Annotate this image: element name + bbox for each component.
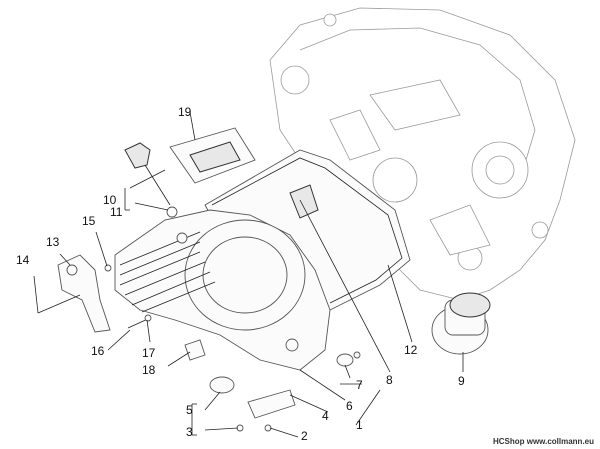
label-11: 11 bbox=[110, 205, 123, 219]
label-9: 9 bbox=[458, 374, 465, 388]
site-credit: HCShop www.collmann.eu bbox=[492, 437, 594, 446]
label-15: 15 bbox=[82, 214, 96, 228]
filter-cover bbox=[169, 127, 256, 184]
bolt-14 bbox=[37, 294, 81, 314]
label-13: 13 bbox=[46, 235, 60, 249]
label-4: 4 bbox=[322, 409, 329, 423]
oil-dipstick bbox=[124, 142, 178, 218]
bracket bbox=[57, 254, 111, 333]
crankcase-block bbox=[269, 7, 576, 301]
label-5: 5 bbox=[186, 403, 193, 417]
label-8: 8 bbox=[386, 373, 393, 387]
label-17: 17 bbox=[142, 346, 156, 360]
label-10: 10 bbox=[103, 193, 117, 207]
label-6: 6 bbox=[346, 399, 353, 413]
label-16: 16 bbox=[91, 344, 105, 358]
label-18: 18 bbox=[142, 363, 156, 377]
part-labels: 14 13 15 16 17 18 19 10 11 9 12 8 7 6 4 … bbox=[16, 105, 465, 443]
small-parts bbox=[104, 184, 361, 432]
label-1: 1 bbox=[356, 418, 363, 432]
label-3: 3 bbox=[186, 425, 193, 439]
label-2: 2 bbox=[301, 429, 308, 443]
side-cover bbox=[114, 209, 331, 371]
leader-lines bbox=[33, 111, 464, 438]
label-7: 7 bbox=[356, 378, 363, 392]
label-14: 14 bbox=[16, 253, 30, 267]
label-12: 12 bbox=[404, 343, 418, 357]
label-19: 19 bbox=[178, 105, 192, 119]
oil-filter bbox=[431, 292, 491, 355]
